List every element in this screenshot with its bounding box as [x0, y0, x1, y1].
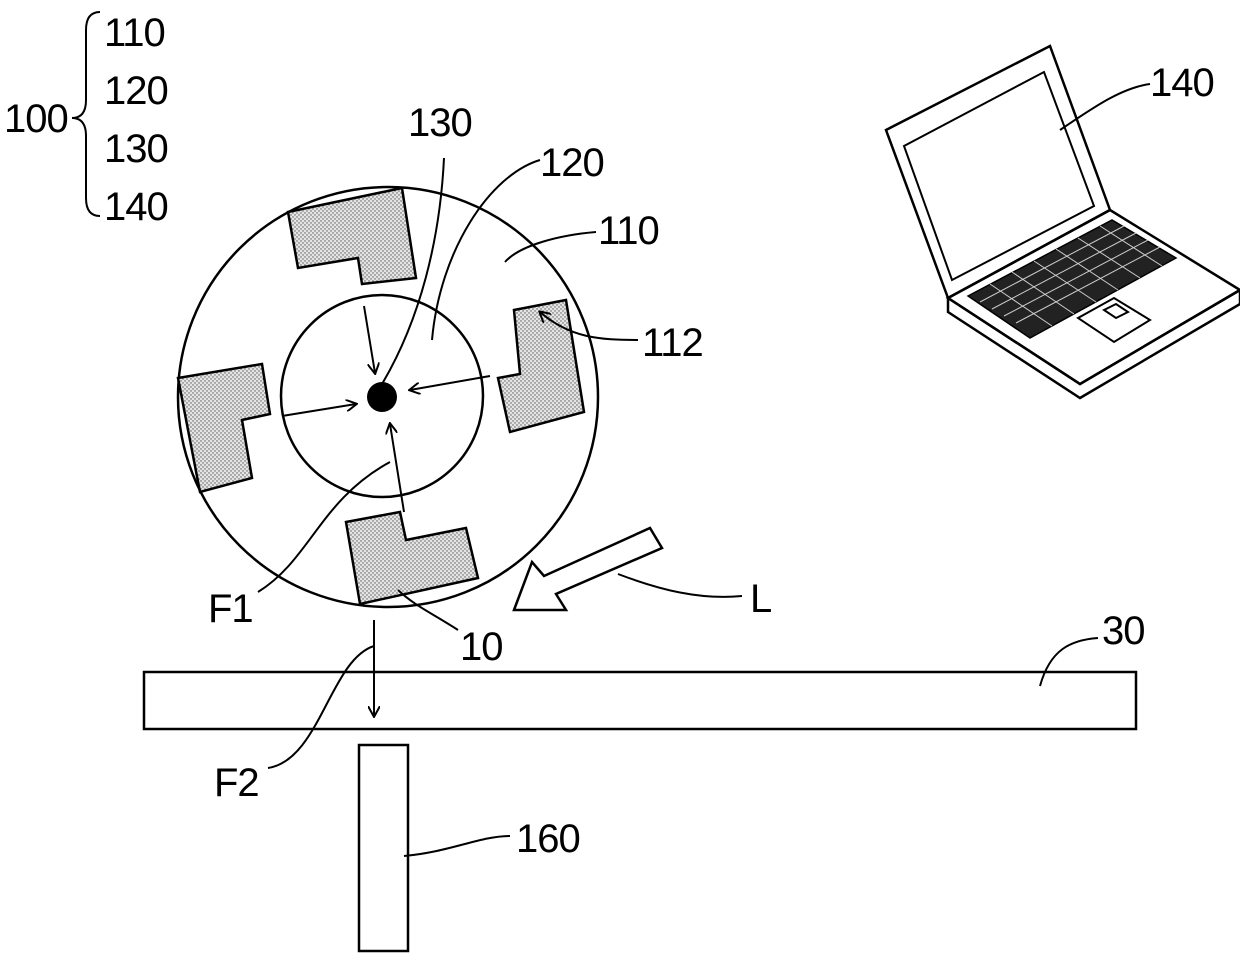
group-member-130: 130 — [104, 127, 168, 171]
label-l: L — [750, 577, 771, 621]
arrow-from-left — [282, 404, 356, 416]
label-110: 110 — [598, 209, 659, 253]
legend-brace — [72, 12, 100, 216]
label-f2: F2 — [214, 761, 259, 805]
recess-bottom — [346, 512, 478, 604]
group-member-110: 110 — [104, 11, 165, 55]
center-part — [367, 382, 397, 412]
group-member-120: 120 — [104, 69, 168, 113]
recess-right — [498, 300, 584, 432]
leader-30 — [1040, 638, 1098, 686]
label-130: 130 — [408, 101, 472, 145]
arrow-from-right — [410, 376, 490, 390]
force-f2: F2 — [214, 620, 374, 805]
group-member-140: 140 — [104, 185, 168, 229]
arrow-from-top — [364, 306, 375, 373]
plate-body — [144, 672, 1136, 729]
label-112: 112 — [642, 321, 703, 365]
leader-l — [618, 574, 742, 597]
label-160: 160 — [516, 817, 580, 861]
label-140: 140 — [1150, 61, 1214, 105]
leader-160 — [404, 836, 510, 856]
plate: 30 — [144, 609, 1145, 729]
legend-group: 100 110 120 130 140 — [4, 11, 168, 229]
label-10: 10 — [460, 625, 503, 669]
laptop: 140 — [886, 46, 1240, 398]
laptop-touchpad-inner — [1104, 304, 1128, 318]
leader-10 — [398, 590, 458, 630]
label-f1: F1 — [208, 587, 253, 631]
leader-110 — [505, 232, 596, 262]
group-label: 100 — [4, 97, 68, 141]
light-arrow: L — [514, 528, 771, 621]
support: 160 — [359, 745, 580, 951]
rotor-assembly: 130 120 110 112 F1 10 — [178, 101, 703, 669]
arrow-from-bottom — [390, 424, 404, 512]
support-body — [359, 745, 408, 951]
label-30: 30 — [1102, 609, 1145, 653]
laptop-keyboard — [968, 220, 1176, 338]
label-120: 120 — [540, 141, 604, 185]
